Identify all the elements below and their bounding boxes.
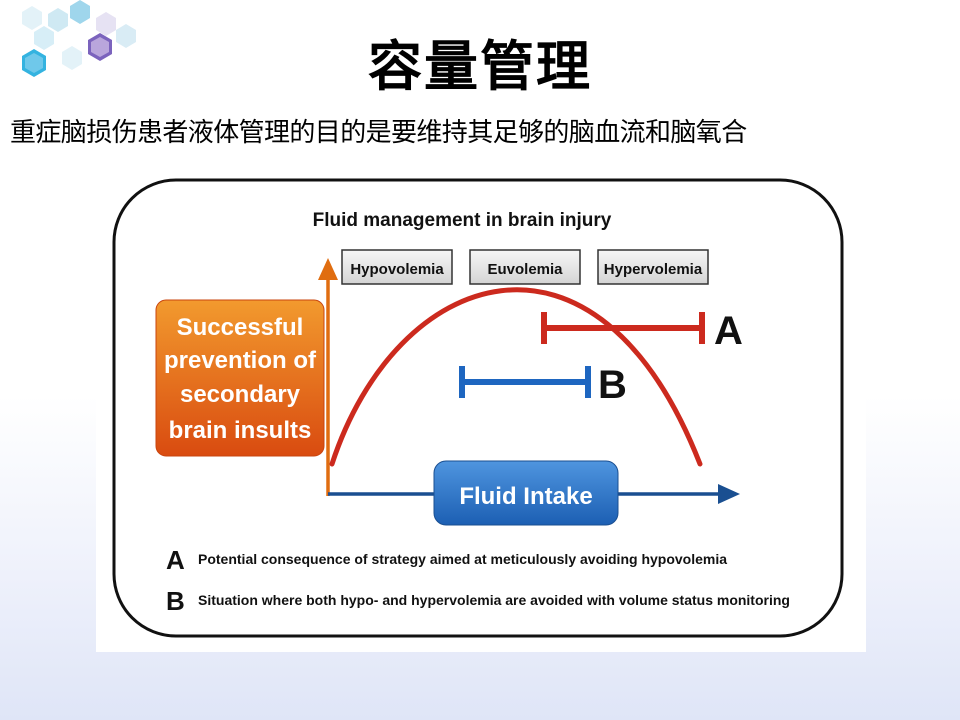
hexagon-shape bbox=[91, 37, 109, 57]
zone-label: Hypervolemia bbox=[604, 261, 703, 278]
y-axis bbox=[318, 258, 338, 496]
outcome-curve bbox=[329, 287, 703, 467]
slide-subtitle: 重症脑损伤患者液体管理的目的是要维持其足够的脑血流和脑氧合 bbox=[10, 118, 747, 148]
strategy-b-range: B bbox=[459, 363, 627, 407]
x-axis-arrowhead bbox=[718, 484, 740, 504]
zone-hypervolemia: Hypervolemia bbox=[597, 249, 709, 285]
figure-title: Fluid management in brain injury bbox=[313, 210, 612, 231]
hexagon-shape bbox=[25, 53, 43, 73]
hexagon-decoration bbox=[22, 0, 136, 77]
hexagon-shape bbox=[34, 26, 54, 50]
hexagon-shape bbox=[116, 24, 136, 48]
zone-euvolemia: Euvolemia bbox=[469, 249, 581, 285]
outcome-line: brain insults bbox=[169, 417, 312, 444]
hexagon-shape bbox=[70, 0, 90, 24]
zone-box bbox=[469, 249, 581, 285]
fluid-intake-bg bbox=[433, 460, 619, 526]
legend: A Potential consequence of strategy aime… bbox=[166, 545, 790, 616]
slide-title: 容量管理 bbox=[368, 34, 592, 98]
figure-panel: Fluid management in brain injury Hypovol… bbox=[96, 178, 866, 652]
fluid-management-diagram: Fluid management in brain injury Hypovol… bbox=[112, 178, 844, 638]
legend-letter-a: A bbox=[166, 545, 185, 575]
zone-label: Euvolemia bbox=[487, 261, 563, 278]
strategy-a-range: A bbox=[541, 309, 743, 353]
strategy-a-letter: A bbox=[714, 309, 743, 353]
outcome-line: Successful bbox=[177, 314, 304, 341]
strategy-b-letter: B bbox=[598, 363, 627, 407]
legend-letter-b: B bbox=[166, 586, 185, 616]
outcome-box-bg bbox=[155, 299, 325, 457]
zone-box bbox=[341, 249, 453, 285]
zone-label: Hypovolemia bbox=[350, 261, 444, 278]
outcome-box: Successful prevention of secondary brain… bbox=[155, 299, 325, 457]
hexagon-shape bbox=[22, 6, 42, 30]
legend-text-b: Situation where both hypo- and hypervole… bbox=[198, 592, 790, 608]
outcome-line: secondary bbox=[180, 381, 301, 408]
fluid-intake-label: Fluid Intake bbox=[459, 483, 592, 510]
hexagon-shape bbox=[48, 8, 68, 32]
y-axis-arrowhead bbox=[318, 258, 338, 280]
figure-frame bbox=[112, 178, 844, 638]
zone-hypovolemia: Hypovolemia bbox=[341, 249, 453, 285]
outcome-line: prevention of bbox=[164, 347, 317, 374]
zone-box bbox=[597, 249, 709, 285]
legend-text-a: Potential consequence of strategy aimed … bbox=[198, 551, 727, 567]
hexagon-shape bbox=[62, 46, 82, 70]
fluid-intake-box: Fluid Intake bbox=[433, 460, 619, 526]
hexagon-shape bbox=[96, 12, 116, 36]
